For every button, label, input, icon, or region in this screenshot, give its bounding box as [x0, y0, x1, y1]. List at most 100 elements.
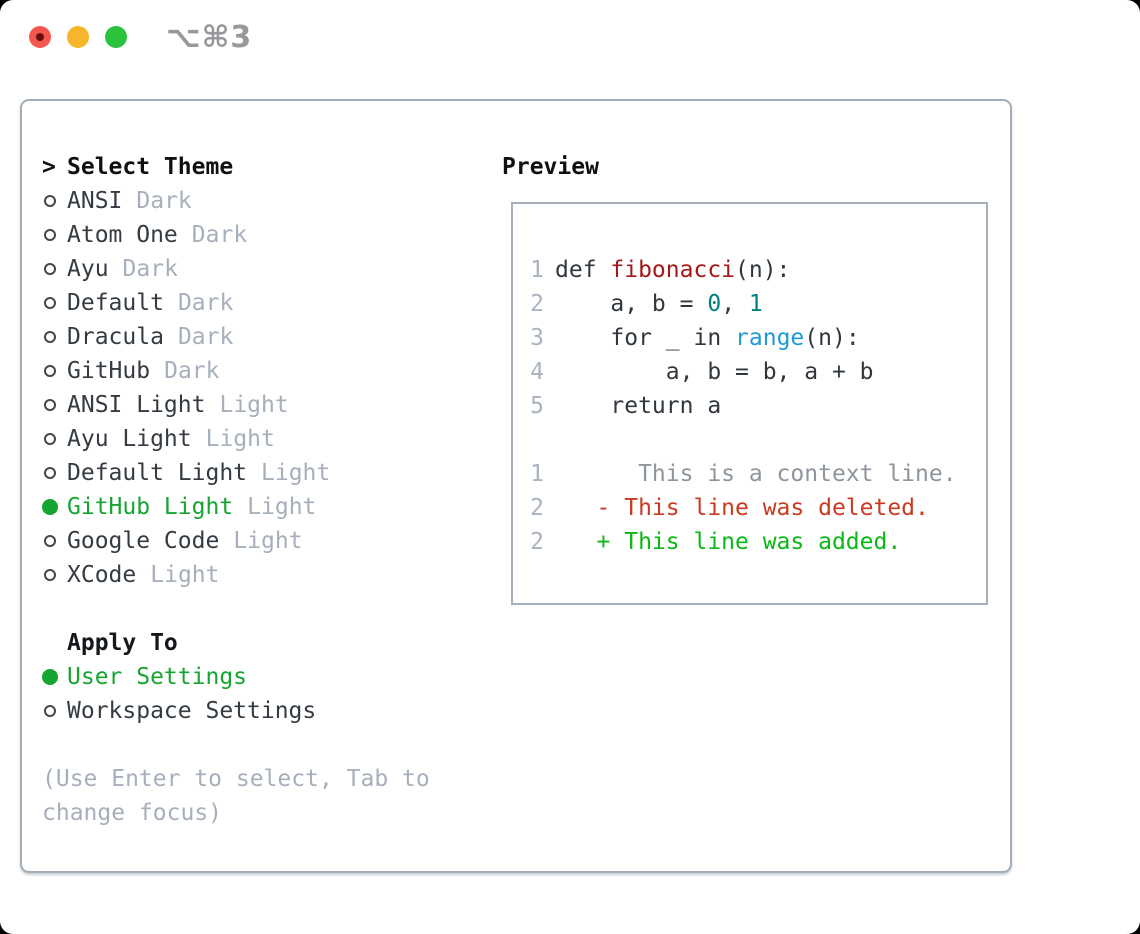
- radio-unselected-icon: [44, 365, 56, 377]
- radio-unselected-icon: [44, 569, 56, 581]
- line-number: 3: [530, 325, 544, 351]
- code-line: 1 This is a context line.: [530, 457, 986, 491]
- option-label: Ayu: [67, 256, 109, 282]
- code-text: return a: [610, 393, 722, 419]
- theme-option-xcode[interactable]: XCode Light: [42, 558, 430, 592]
- theme-option-default-light[interactable]: Default Light Light: [42, 456, 430, 490]
- code-line: 2 - This line was deleted.: [530, 491, 986, 525]
- theme-variant-label: Dark: [164, 358, 220, 384]
- option-label: ANSI Light: [67, 392, 206, 418]
- help-text: (Use Enter to select, Tab to change focu…: [42, 762, 430, 830]
- theme-option-dracula[interactable]: Dracula Dark: [42, 320, 430, 354]
- option-label: ANSI: [67, 188, 123, 214]
- option-label: XCode: [67, 562, 137, 588]
- code-text: + This line was added.: [555, 529, 902, 555]
- apply-to-header: Apply To: [42, 626, 430, 660]
- theme-variant-label: Dark: [136, 188, 192, 214]
- theme-option-ayu[interactable]: Ayu Dark: [42, 252, 430, 286]
- code-text: for _ in range(n):: [610, 325, 860, 351]
- zoom-button[interactable]: [105, 26, 127, 48]
- code-text: def fibonacci(n):: [555, 257, 791, 283]
- line-number: 4: [530, 359, 544, 385]
- theme-variant-label: Dark: [191, 222, 248, 248]
- option-label: Dracula: [67, 324, 164, 350]
- theme-option-ayu-light[interactable]: Ayu Light Light: [42, 422, 430, 456]
- code-line: 1 def fibonacci(n):: [530, 253, 986, 287]
- select-theme-header: > Select Theme: [42, 150, 430, 184]
- radio-selected-icon: [42, 669, 58, 685]
- code-line: [530, 423, 986, 457]
- radio-unselected-icon: [44, 195, 56, 207]
- line-number: 2: [530, 495, 544, 521]
- option-label: Default Light: [67, 460, 248, 486]
- radio-unselected-icon: [44, 229, 56, 241]
- theme-option-default[interactable]: Default Dark: [42, 286, 430, 320]
- apply-option-workspace-settings[interactable]: Workspace Settings: [42, 694, 430, 728]
- help-text-line: change focus): [42, 800, 223, 826]
- radio-unselected-icon: [44, 331, 56, 343]
- theme-option-github-light[interactable]: GitHub Light Light: [42, 490, 430, 524]
- line-number: 5: [530, 393, 544, 419]
- window-titlebar: ⌥⌘3: [0, 0, 1140, 74]
- code-line: 5 return a: [530, 389, 986, 423]
- option-label: Ayu Light: [67, 426, 192, 452]
- theme-option-ansi[interactable]: ANSI Dark: [42, 184, 430, 218]
- radio-unselected-icon: [44, 433, 56, 445]
- option-label: Default: [67, 290, 164, 316]
- option-label: Google Code: [67, 528, 220, 554]
- line-number: 1: [530, 461, 544, 487]
- radio-unselected-icon: [44, 467, 56, 479]
- minimize-button[interactable]: [67, 26, 89, 48]
- theme-variant-label: Dark: [177, 324, 234, 350]
- apply-option-user-settings[interactable]: User Settings: [42, 660, 430, 694]
- line-number: 1: [530, 257, 544, 283]
- radio-unselected-icon: [44, 535, 56, 547]
- preview-heading: Preview: [502, 154, 599, 180]
- theme-variant-label: Dark: [177, 290, 234, 316]
- option-label: Workspace Settings: [67, 698, 317, 724]
- window-title: ⌥⌘3: [166, 20, 253, 55]
- theme-variant-label: Light: [219, 392, 289, 418]
- option-label: GitHub Light: [67, 494, 234, 520]
- option-label: GitHub: [67, 358, 151, 384]
- line-number: 2: [530, 529, 544, 555]
- code-line: 4 a, b = b, a + b: [530, 355, 986, 389]
- line-number: 2: [530, 291, 544, 317]
- help-text-line: (Use Enter to select, Tab to: [42, 766, 430, 792]
- code-text: a, b = 0, 1: [555, 291, 763, 317]
- radio-unselected-icon: [44, 263, 56, 275]
- code-line: 2 a, b = 0, 1: [530, 287, 986, 321]
- code-line: 3 for _ in range(n):: [530, 321, 986, 355]
- code-text: a, b = b, a + b: [555, 359, 874, 385]
- theme-variant-label: Light: [261, 460, 331, 486]
- radio-unselected-icon: [44, 399, 56, 411]
- theme-variant-label: Light: [150, 562, 220, 588]
- option-label: User Settings: [67, 664, 248, 690]
- theme-option-google-code[interactable]: Google Code Light: [42, 524, 430, 558]
- code-text: This is a context line.: [555, 461, 957, 487]
- theme-option-ansi-light[interactable]: ANSI Light Light: [42, 388, 430, 422]
- option-label: Atom One: [67, 222, 178, 248]
- theme-variant-label: Dark: [122, 256, 178, 282]
- apply-to-heading: Apply To: [67, 630, 178, 656]
- code-line: 2 + This line was added.: [530, 525, 986, 559]
- theme-option-github[interactable]: GitHub Dark: [42, 354, 430, 388]
- radio-unselected-icon: [44, 297, 56, 309]
- select-theme-heading: Select Theme: [67, 154, 234, 180]
- theme-option-atom-one[interactable]: Atom One Dark: [42, 218, 430, 252]
- radio-selected-icon: [42, 499, 58, 515]
- theme-variant-label: Light: [233, 528, 303, 554]
- radio-unselected-icon: [44, 705, 56, 717]
- theme-variant-label: Light: [247, 494, 317, 520]
- theme-variant-label: Light: [205, 426, 275, 452]
- close-button[interactable]: [29, 26, 51, 48]
- code-text: - This line was deleted.: [555, 495, 929, 521]
